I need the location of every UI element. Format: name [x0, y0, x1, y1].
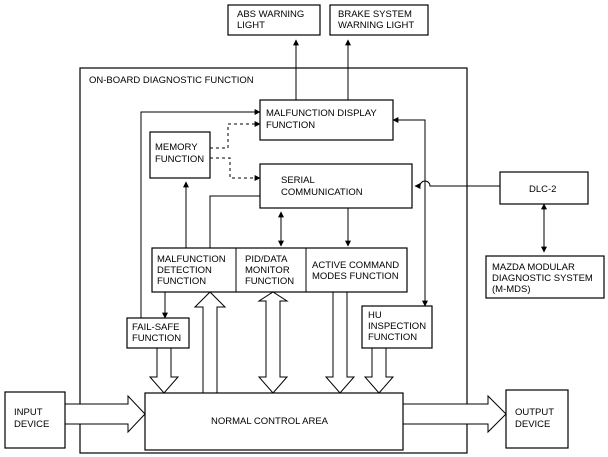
- line-to-mdf: [140, 109, 261, 318]
- dashed-memory-to-serial: [210, 157, 261, 181]
- memory-box: [149, 131, 211, 179]
- obd-function-label: ON-BOARD DIAGNOSTIC FUNCTION: [89, 75, 254, 86]
- function-group-box: [151, 247, 408, 293]
- arrow-input-to-control: [64, 394, 146, 434]
- input-device-box: [4, 391, 66, 449]
- boxes: [4, 4, 605, 451]
- brake-warning-box: [329, 4, 429, 36]
- dashed-memory-to-mdf: [210, 121, 261, 149]
- malfunction-display-box: [259, 99, 394, 141]
- hu-inspection-box: [361, 305, 433, 349]
- line-detection-serial: [209, 195, 260, 248]
- abs-warning-box: [227, 4, 321, 36]
- normal-control-label: NORMAL CONTROL AREA: [211, 416, 329, 427]
- arrow-hu-to-control: [363, 346, 395, 394]
- fail-safe-box: [126, 317, 190, 349]
- arrow-control-to-output: [402, 394, 507, 434]
- output-device-box: [505, 389, 569, 449]
- arrow-mdf-hu: [392, 117, 428, 307]
- mazda-mds-box: [485, 255, 605, 299]
- arrow-control-pid: [257, 291, 289, 394]
- serial-comm-box: [259, 163, 413, 209]
- arrow-active-to-control: [324, 291, 356, 394]
- arrow-control-to-detection: [193, 291, 227, 394]
- normal-control-box: [144, 392, 404, 451]
- dlc2-label: DLC-2: [529, 184, 556, 195]
- connectors: [140, 39, 547, 319]
- hollow-arrows: [64, 291, 507, 434]
- dlc2-box: [499, 171, 589, 205]
- arrow-failsafe-to-control: [148, 346, 180, 394]
